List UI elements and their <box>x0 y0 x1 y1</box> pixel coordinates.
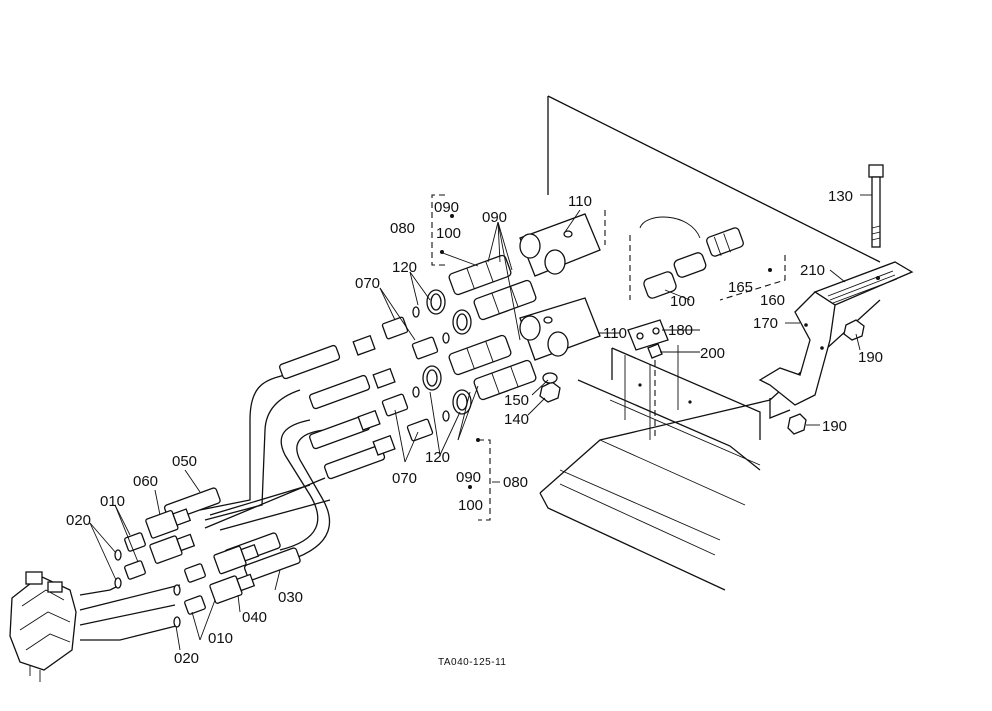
label-100-right: 100 <box>670 293 695 310</box>
label-165: 165 <box>728 279 753 296</box>
mounting-bracket <box>627 319 669 359</box>
label-110-upper: 110 <box>568 193 592 210</box>
label-060: 060 <box>133 473 158 490</box>
hose-sleeves <box>163 344 386 581</box>
label-090-upper-right: 090 <box>482 209 507 226</box>
label-150: 150 <box>504 392 529 409</box>
part-labels: 090 080 100 090 110 120 070 110 100 165 … <box>66 188 883 668</box>
label-190-lower: 190 <box>822 418 847 435</box>
label-090-top: 090 <box>434 199 459 216</box>
label-140: 140 <box>504 411 529 428</box>
label-200: 200 <box>700 345 725 362</box>
label-080-top: 080 <box>390 220 415 237</box>
loader-frame <box>539 95 881 591</box>
upper-fittings <box>352 316 439 456</box>
label-160: 160 <box>760 292 785 309</box>
dust-caps <box>639 216 744 299</box>
label-130: 130 <box>828 188 853 205</box>
label-110-lower: 110 <box>603 325 627 342</box>
label-180: 180 <box>668 322 693 339</box>
nut-upper <box>843 319 865 341</box>
label-070-lower: 070 <box>392 470 417 487</box>
label-120-upper: 120 <box>392 259 417 276</box>
label-020-upper: 020 <box>66 512 91 529</box>
label-100-lower: 100 <box>458 497 483 514</box>
nut-and-washer <box>539 372 561 403</box>
label-010-lower: 010 <box>208 630 233 647</box>
pedal-assembly <box>758 261 914 419</box>
label-210: 210 <box>800 262 825 279</box>
label-120-lower: 120 <box>425 449 450 466</box>
lower-fittings <box>114 508 260 628</box>
group-brackets <box>431 194 786 521</box>
label-010-upper: 010 <box>100 493 125 510</box>
label-090-lower: 090 <box>456 469 481 486</box>
label-040: 040 <box>242 609 267 626</box>
label-030: 030 <box>278 589 303 606</box>
control-valve <box>9 571 77 682</box>
leader-lines <box>89 194 872 651</box>
label-190-upper: 190 <box>858 349 883 366</box>
coupler-holder-lower <box>519 297 601 361</box>
label-100-top: 100 <box>436 225 461 242</box>
bolt <box>868 164 884 248</box>
reference-dots <box>440 214 880 489</box>
coupler-holder-upper <box>519 213 601 277</box>
label-050: 050 <box>172 453 197 470</box>
drawing-code: TA040-125-11 <box>438 657 506 668</box>
label-170: 170 <box>753 315 778 332</box>
label-070-upper: 070 <box>355 275 380 292</box>
label-080-lower: 080 <box>503 474 528 491</box>
nut-lower <box>787 413 807 435</box>
snap-rings <box>412 289 472 422</box>
label-020-lower: 020 <box>174 650 199 667</box>
quick-couplers <box>448 254 537 401</box>
